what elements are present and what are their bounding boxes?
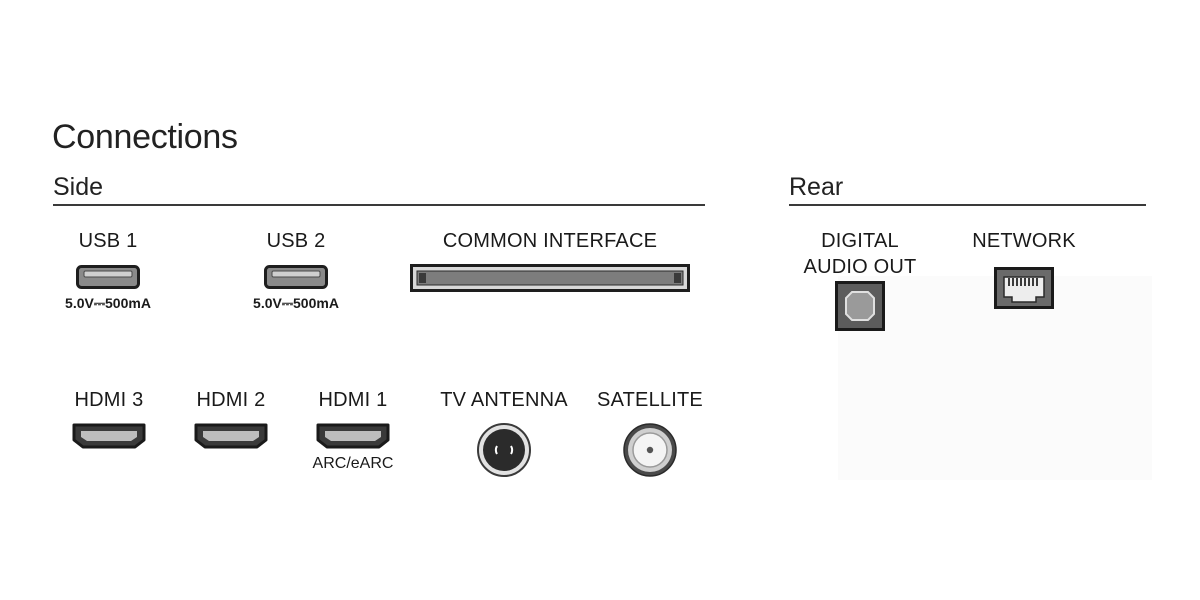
hdmi-port-icon [71, 422, 147, 450]
satellite-port-group: SATELLITE [588, 389, 712, 478]
hdmi-port-icon [315, 422, 391, 450]
common-interface-port-group: COMMON INTERFACE [410, 230, 690, 292]
page-title: Connections [52, 118, 238, 156]
digital-audio-out-label-line1: DIGITAL [821, 230, 899, 252]
common-interface-slot-icon [410, 264, 690, 292]
usb2-label: USB 2 [266, 230, 326, 252]
coax-antenna-port-icon [476, 422, 532, 478]
section-side-divider [53, 204, 705, 206]
usb-port-icon [264, 265, 328, 289]
usb-port-icon [76, 265, 140, 289]
section-rear-heading: Rear [789, 173, 844, 201]
satellite-label: SATELLITE [597, 389, 703, 411]
network-label: NETWORK [972, 230, 1076, 252]
rear-panel-background [838, 276, 1152, 480]
hdmi1-arc-note: ARC/eARC [312, 455, 394, 472]
usb2-port-group: USB 2 5.0V⎓500mA [242, 230, 350, 312]
common-interface-label: COMMON INTERFACE [442, 230, 658, 252]
digital-audio-out-port-group: DIGITAL AUDIO OUT [796, 230, 924, 331]
tv-antenna-port-group: TV ANTENNA [432, 389, 576, 478]
usb1-port-group: USB 1 5.0V⎓500mA [54, 230, 162, 312]
hdmi1-label: HDMI 1 [318, 389, 388, 411]
usb2-spec: 5.0V⎓500mA [253, 295, 339, 311]
satellite-f-connector-icon [622, 422, 678, 478]
usb1-spec: 5.0V⎓500mA [65, 295, 151, 311]
hdmi3-label: HDMI 3 [74, 389, 144, 411]
tv-antenna-label: TV ANTENNA [440, 389, 568, 411]
usb1-label: USB 1 [78, 230, 138, 252]
ethernet-port-icon [994, 267, 1054, 309]
hdmi1-port-group: HDMI 1 ARC/eARC [306, 389, 400, 473]
optical-audio-port-icon [835, 281, 885, 331]
section-side-heading: Side [53, 173, 104, 201]
section-rear-divider [789, 204, 1146, 206]
hdmi2-label: HDMI 2 [196, 389, 266, 411]
hdmi-port-icon [193, 422, 269, 450]
digital-audio-out-label-line2: AUDIO OUT [803, 256, 917, 278]
hdmi2-port-group: HDMI 2 [184, 389, 278, 450]
hdmi3-port-group: HDMI 3 [62, 389, 156, 450]
network-port-group: NETWORK [964, 230, 1084, 309]
